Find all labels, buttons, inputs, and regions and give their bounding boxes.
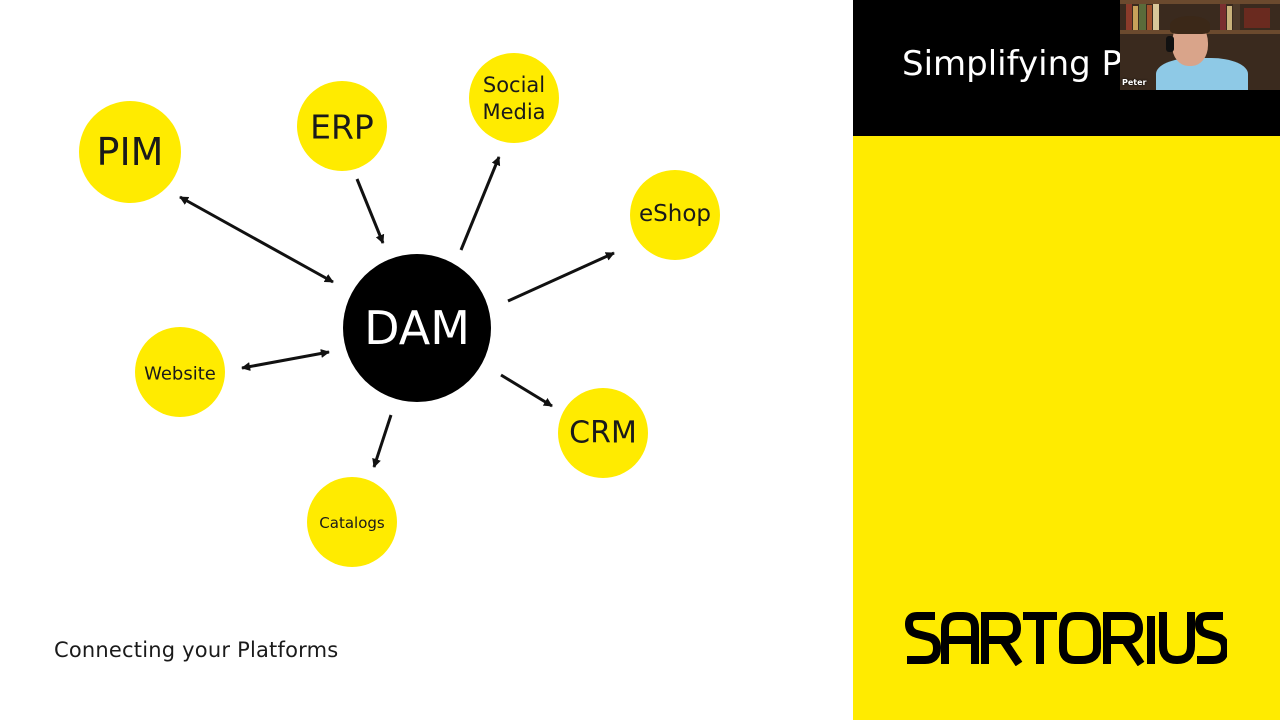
arrow-website-dam bbox=[241, 349, 330, 371]
arrow-dam-crm bbox=[500, 373, 553, 408]
webcam-thumbnail: Peter bbox=[1120, 0, 1280, 90]
slide-title: Simplifying Pr bbox=[902, 44, 1136, 84]
hub-node-dam: DAM bbox=[343, 254, 491, 402]
node-label-social-line1: Social bbox=[483, 73, 545, 97]
node-label-pim: PIM bbox=[97, 130, 164, 174]
participant-name: Peter bbox=[1122, 78, 1147, 87]
slide-content: DAM PIM ERP Social Media eShop Website C… bbox=[54, 53, 720, 662]
arrow-erp-dam bbox=[355, 178, 385, 244]
arrow-dam-catalogs bbox=[372, 414, 393, 468]
node-pim: PIM bbox=[79, 101, 181, 203]
hub-label: DAM bbox=[364, 301, 470, 355]
node-social-media: Social Media bbox=[469, 53, 559, 143]
slide-subtitle: Connecting your Platforms bbox=[54, 638, 339, 662]
node-label-erp: ERP bbox=[310, 108, 374, 147]
node-label-crm: CRM bbox=[569, 416, 637, 451]
node-crm: CRM bbox=[558, 388, 648, 478]
arrow-dam-social bbox=[459, 156, 501, 251]
platform-diagram: DAM PIM ERP Social Media eShop Website C… bbox=[79, 53, 720, 567]
node-label-social-line2: Media bbox=[482, 100, 545, 124]
arrow-dam-eshop bbox=[507, 251, 615, 303]
node-label-catalogs: Catalogs bbox=[319, 514, 385, 532]
node-label-website: Website bbox=[144, 364, 216, 385]
node-erp: ERP bbox=[297, 81, 387, 171]
node-website: Website bbox=[135, 327, 225, 417]
node-eshop: eShop bbox=[630, 170, 720, 260]
sartorius-logo bbox=[905, 612, 1227, 666]
arrow-pim-dam bbox=[179, 195, 334, 284]
node-label-eshop: eShop bbox=[639, 201, 711, 227]
node-catalogs: Catalogs bbox=[307, 477, 397, 567]
brand-panel: Simplifying Pr bbox=[853, 0, 1280, 720]
